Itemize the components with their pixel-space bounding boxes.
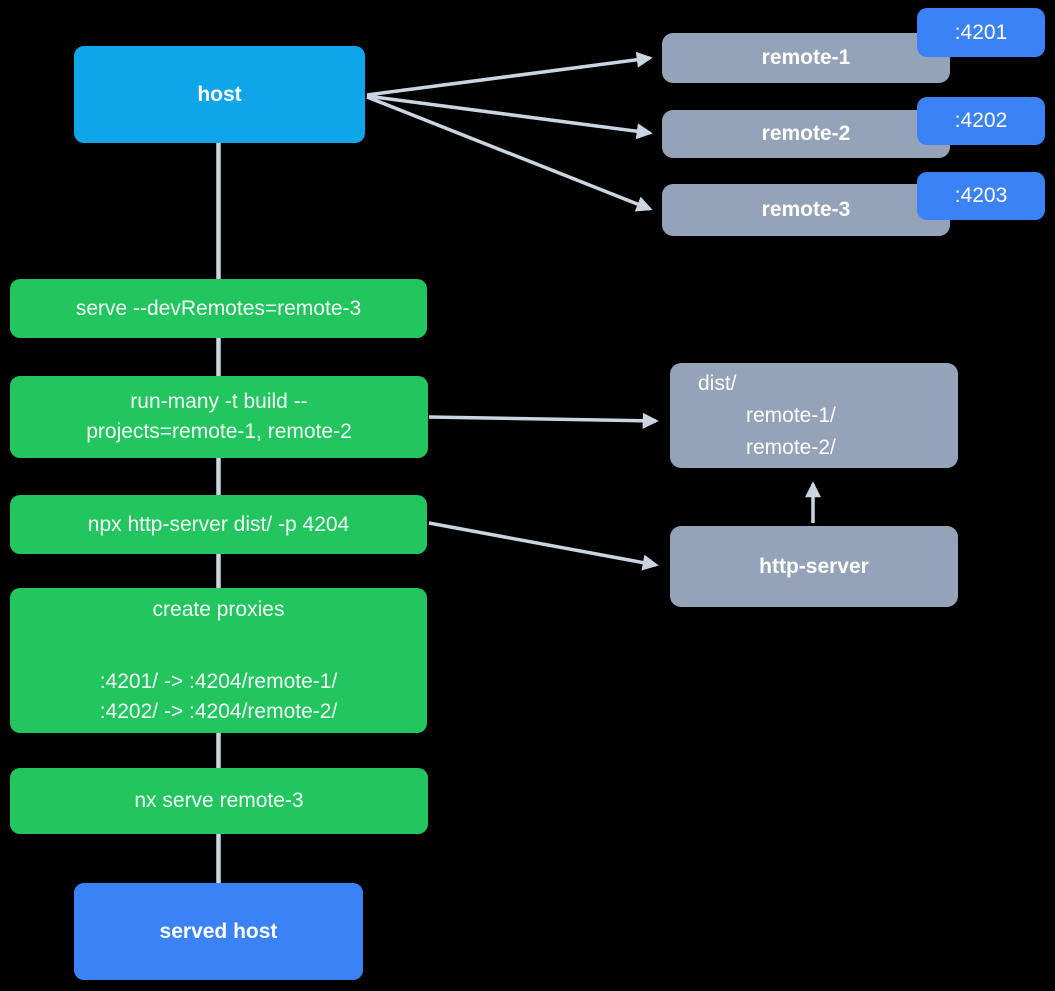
command-line: serve --devRemotes=remote-3 <box>75 296 362 320</box>
dist-remote-1-label: remote-1/ <box>746 403 836 427</box>
node-host: host <box>74 46 365 143</box>
edge-host-to-remote-3 <box>366 95 653 212</box>
command-line: npx http-server dist/ -p 4204 <box>87 512 350 536</box>
port-badge-4201: :4201 <box>917 8 1045 57</box>
command-run-many-build: run-many -t build -- projects=remote-1, … <box>10 376 428 458</box>
edge-http-server-cmd-to-http-server <box>428 521 659 571</box>
command-line: nx serve remote-3 <box>134 789 304 812</box>
node-served-host: served host <box>74 883 363 980</box>
command-line: :4201/ -> :4204/remote-1/ <box>99 669 338 693</box>
command-nx-serve-remote-3: nx serve remote-3 <box>10 768 428 834</box>
node-remote-2: remote-2 <box>662 110 950 158</box>
command-line: run-many -t build -- <box>130 390 308 413</box>
dist-root-label: dist/ <box>698 371 737 395</box>
command-serve-dev-remotes: serve --devRemotes=remote-3 <box>10 279 427 338</box>
edge-build-to-dist <box>428 412 659 429</box>
port-4202-label: :4202 <box>954 109 1008 132</box>
command-line: :4202/ -> :4204/remote-2/ <box>99 699 338 723</box>
edge-host-to-remote-1 <box>366 51 653 97</box>
node-remote-1: remote-1 <box>662 33 950 83</box>
edge-host-to-remote-2 <box>366 94 653 140</box>
host-label: host <box>197 82 242 106</box>
http-server-label: http-server <box>759 554 869 578</box>
port-4203-label: :4203 <box>954 184 1008 207</box>
remote-1-label: remote-1 <box>761 46 851 69</box>
command-npx-http-server: npx http-server dist/ -p 4204 <box>10 495 427 554</box>
command-line: projects=remote-1, remote-2 <box>86 420 352 443</box>
command-create-proxies: create proxies :4201/ -> :4204/remote-1/… <box>10 588 427 733</box>
node-http-server: http-server <box>670 526 958 607</box>
served-host-label: served host <box>159 919 278 943</box>
port-badge-4203: :4203 <box>917 172 1045 220</box>
port-4201-label: :4201 <box>954 20 1008 44</box>
remote-2-label: remote-2 <box>761 122 851 145</box>
port-badge-4202: :4202 <box>917 97 1045 145</box>
node-remote-3: remote-3 <box>662 184 950 236</box>
node-dist-folder: dist/ remote-1/ remote-2/ <box>670 363 958 468</box>
remote-3-label: remote-3 <box>761 198 851 221</box>
dist-remote-2-label: remote-2/ <box>746 435 836 459</box>
command-line: create proxies <box>152 597 285 621</box>
